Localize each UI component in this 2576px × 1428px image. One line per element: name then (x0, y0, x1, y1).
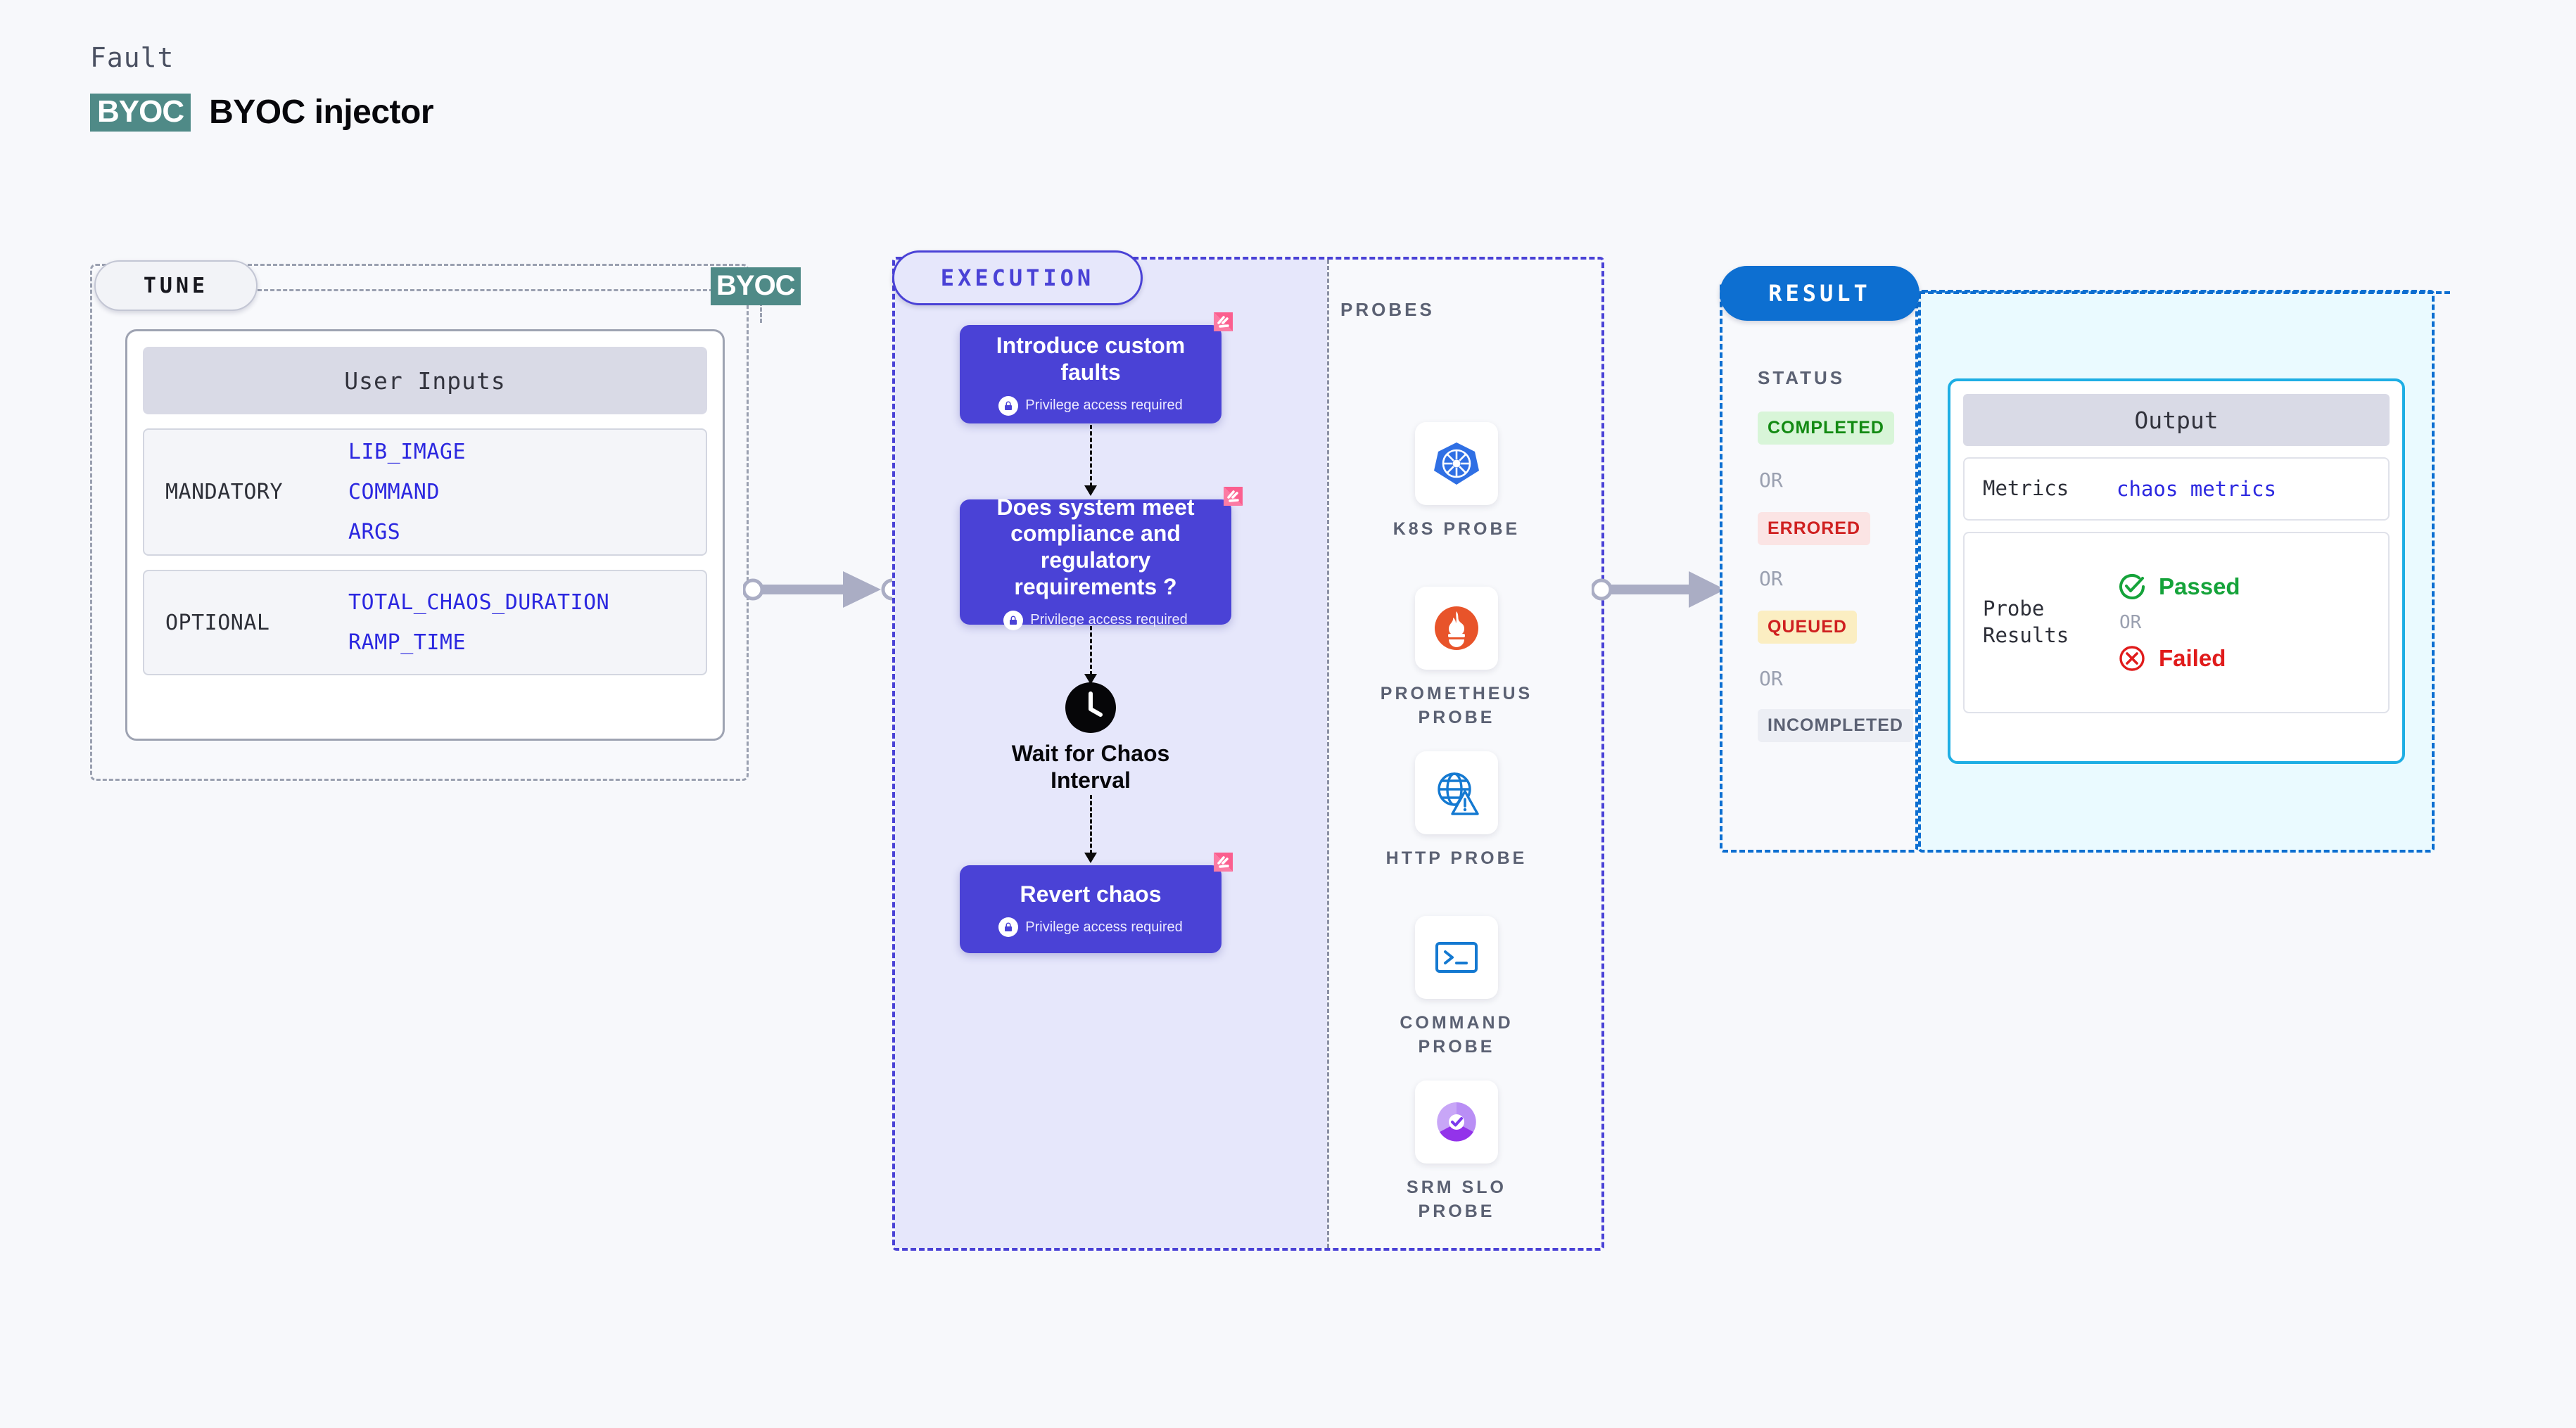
privilege-text: Privilege access required (1025, 919, 1183, 935)
page-title: BYOC injector (209, 94, 434, 131)
probes-section-title: PROBES (1340, 299, 1435, 320)
result-status-panel (1720, 281, 1918, 853)
passed-label: Passed (2159, 573, 2240, 599)
param-command[interactable]: COMMAND (348, 480, 440, 504)
metrics-label: Metrics (1983, 476, 2069, 500)
privilege-row: Privilege access required (1003, 610, 1188, 630)
output-row-probe-results: Probe Results Passed OR Failed (1963, 531, 2390, 713)
harness-logo-icon (1214, 853, 1233, 872)
tune-section-pill[interactable]: TUNE (94, 260, 258, 311)
byoc-connector-badge: BYOC (711, 267, 801, 305)
user-inputs-card: User Inputs MANDATORY LIB_IMAGE COMMAND … (125, 329, 725, 741)
param-args[interactable]: ARGS (348, 520, 401, 544)
flow-arrow-head (1084, 853, 1097, 863)
param-total-chaos-duration[interactable]: TOTAL_CHAOS_DURATION (348, 590, 610, 615)
probe-item-command[interactable]: COMMAND PROBE (1376, 916, 1537, 1059)
execution-node-introduce-custom-faults[interactable]: Introduce custom faults Privilege access… (960, 312, 1233, 423)
flow-arrow-line (1090, 626, 1092, 675)
user-inputs-header: User Inputs (143, 347, 707, 414)
privilege-row: Privilege access required (998, 395, 1183, 416)
byoc-badge: BYOC (90, 93, 191, 132)
execution-node-revert-chaos[interactable]: Revert chaos Privilege access required (960, 853, 1233, 953)
probe-tile (1415, 422, 1498, 505)
lock-icon (998, 917, 1019, 938)
probe-tile (1415, 751, 1498, 834)
page-header: Fault BYOC BYOC injector (90, 42, 434, 132)
node-title: Introduce custom faults (996, 333, 1186, 385)
lock-icon (998, 395, 1019, 416)
kubernetes-icon (1434, 442, 1479, 485)
harness-logo-icon (1214, 312, 1233, 331)
http-globe-icon (1438, 772, 1479, 815)
probe-label: PROMETHEUS PROBE (1380, 684, 1533, 727)
probe-label: COMMAND PROBE (1400, 1013, 1514, 1057)
connector-tune-to-execution (743, 567, 903, 612)
param-list: TOTAL_CHAOS_DURATION RAMP_TIME (348, 590, 609, 655)
flow-arrow-head (1084, 674, 1097, 684)
probe-tile (1415, 1080, 1498, 1164)
probe-tile (1415, 916, 1498, 999)
status-section-title: STATUS (1758, 367, 1846, 388)
probe-item-prometheus[interactable]: PROMETHEUS PROBE (1376, 587, 1537, 730)
failed-label: Failed (2159, 644, 2226, 671)
probe-result-passed: Passed (2117, 571, 2240, 602)
probes-column-divider (1327, 260, 1329, 1248)
probe-label: SRM SLO PROBE (1407, 1178, 1506, 1221)
result-top-dashed-connector (1920, 291, 2450, 294)
probe-results-values: Passed OR Failed (2117, 571, 2240, 674)
probe-tile (1415, 587, 1498, 670)
wait-for-chaos-interval-label: Wait for Chaos Interval (1011, 741, 1170, 793)
title-row: BYOC BYOC injector (90, 93, 434, 132)
status-badge-queued: QUEUED (1758, 611, 1857, 644)
harness-logo-icon (1224, 487, 1243, 506)
output-row-metrics: Metrics chaos metrics (1963, 457, 2390, 521)
privilege-row: Privilege access required (998, 917, 1183, 938)
param-group-mandatory: MANDATORY LIB_IMAGE COMMAND ARGS (143, 428, 707, 556)
flow-arrow-head (1084, 485, 1097, 496)
param-list: LIB_IMAGE COMMAND ARGS (348, 440, 466, 544)
output-header: Output (1963, 394, 2390, 446)
param-lib-image[interactable]: LIB_IMAGE (348, 440, 467, 464)
privilege-text: Privilege access required (1025, 397, 1183, 414)
flow-arrow-line (1090, 425, 1092, 487)
or-separator: OR (1759, 567, 1783, 590)
probe-label: HTTP PROBE (1385, 848, 1528, 868)
param-group-label: MANDATORY (165, 480, 284, 504)
slo-donut-icon (1437, 1102, 1476, 1142)
param-ramp-time[interactable]: RAMP_TIME (348, 630, 467, 655)
probe-item-http[interactable]: HTTP PROBE (1376, 751, 1537, 871)
or-separator: OR (1759, 667, 1783, 690)
probe-label: K8S PROBE (1392, 519, 1521, 539)
status-badge-errored: ERRORED (1758, 512, 1871, 545)
metrics-value[interactable]: chaos metrics (2117, 476, 2276, 501)
execution-section-pill[interactable]: EXECUTION (892, 250, 1143, 305)
prometheus-icon (1435, 606, 1478, 650)
privilege-text: Privilege access required (1030, 612, 1188, 627)
or-separator: OR (2119, 611, 2142, 633)
output-card: Output Metrics chaos metrics Probe Resul… (1948, 378, 2405, 764)
node-title: Does system meet compliance and regulato… (996, 494, 1195, 599)
x-circle-icon (2119, 645, 2145, 671)
execution-node-compliance-check[interactable]: Does system meet compliance and regulato… (960, 487, 1243, 630)
flow-arrow-line (1090, 795, 1092, 854)
probe-item-k8s[interactable]: K8S PROBE (1376, 422, 1537, 542)
status-badge-completed: COMPLETED (1758, 412, 1894, 445)
probe-results-label: Probe Results (1983, 597, 2069, 647)
result-section-pill[interactable]: RESULT (1720, 266, 1920, 321)
fault-eyebrow-label: Fault (90, 42, 175, 73)
probe-item-srm-slo[interactable]: SRM SLO PROBE (1376, 1080, 1537, 1224)
param-group-label: OPTIONAL (165, 610, 270, 635)
byoc-stub-dashed-line (760, 302, 762, 323)
execution-column-background (895, 260, 1327, 1248)
param-group-optional: OPTIONAL TOTAL_CHAOS_DURATION RAMP_TIME (143, 570, 707, 675)
or-separator: OR (1759, 468, 1783, 492)
check-circle-icon (2119, 573, 2145, 599)
status-badge-incompleted: INCOMPLETED (1758, 709, 1913, 742)
clock-icon (1064, 681, 1117, 734)
node-title: Revert chaos (1020, 881, 1162, 907)
probe-result-failed: Failed (2117, 643, 2240, 674)
terminal-icon (1435, 942, 1478, 973)
tune-top-dashed-connector (258, 289, 713, 291)
lock-icon (1003, 610, 1024, 630)
